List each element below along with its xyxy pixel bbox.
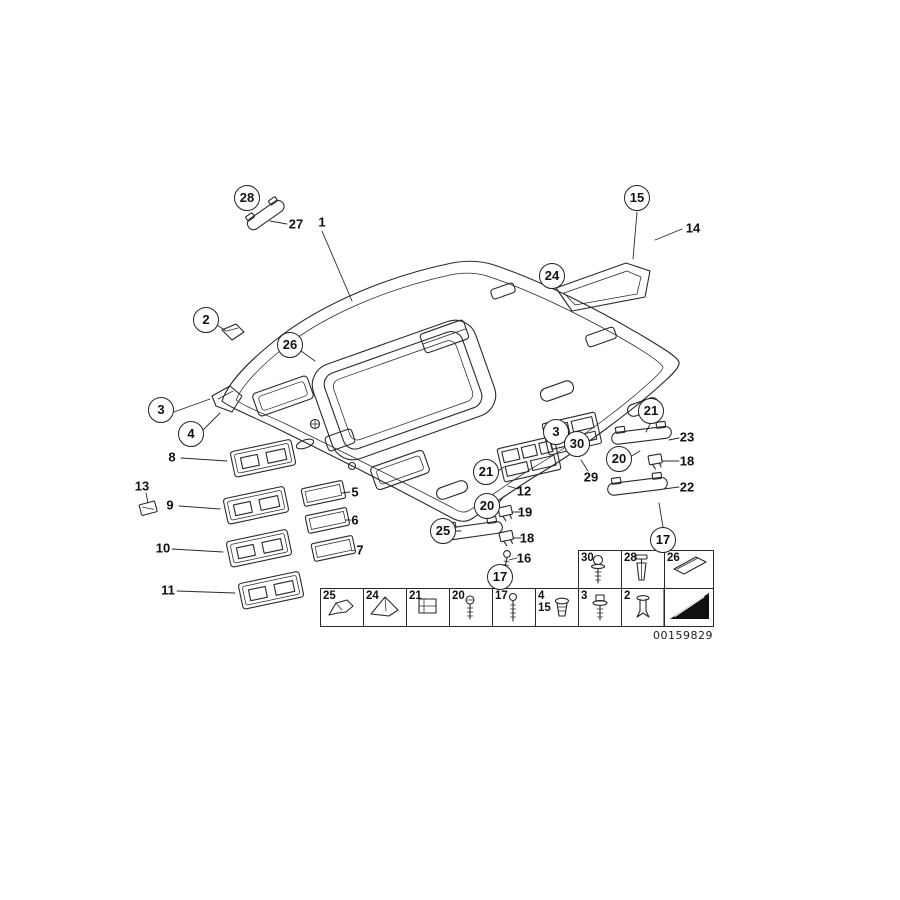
callout-label: 18 <box>679 453 695 469</box>
handle-recess-front-right <box>436 480 468 500</box>
rear-center-cutout <box>490 282 516 300</box>
bracket-clip-icon <box>328 599 354 616</box>
callout-circle: 20 <box>606 446 632 472</box>
part-9-lamp-panel <box>222 485 290 525</box>
legend-cell-label: 28 <box>624 552 637 564</box>
callout-circle: 28 <box>234 185 260 211</box>
legend-cell-label: 20 <box>452 590 465 602</box>
expansion-rivet-icon <box>636 595 650 618</box>
part-27-grab-handle <box>245 196 285 231</box>
callout-circle: 3 <box>148 397 174 423</box>
visor-recess-left <box>252 375 314 417</box>
callout-circle: 30 <box>564 431 590 457</box>
legend-cell-label: 15 <box>538 602 551 614</box>
part-11-lamp-panel <box>237 570 305 610</box>
callout-circle: 15 <box>624 185 650 211</box>
callout-label: 19 <box>517 504 533 520</box>
headliner-inner-contour <box>235 272 664 513</box>
callout-label: 16 <box>516 550 532 566</box>
legend-cell-label: 17 <box>495 590 508 602</box>
long-screw-icon <box>508 592 518 622</box>
part-18-clip-center <box>498 529 516 548</box>
callout-label: 1 <box>318 214 326 230</box>
callout-circle: 17 <box>487 564 513 590</box>
callout-circle: 2 <box>193 307 219 333</box>
console-cutout <box>324 428 356 452</box>
cover-plate-icon <box>673 556 707 575</box>
corner-bracket-3-4 <box>211 385 243 413</box>
legend-cell-label: 4 <box>538 590 545 602</box>
callout-label: 22 <box>679 479 695 495</box>
part-18-clip-right <box>647 453 664 471</box>
part-8-lamp-panel <box>229 438 297 478</box>
legend-cell-label: 24 <box>366 590 379 602</box>
part-5-cover <box>300 479 347 508</box>
callout-label: 10 <box>155 540 171 556</box>
leader-lines <box>145 211 683 594</box>
callout-label: 27 <box>288 216 304 232</box>
callout-label: 7 <box>356 542 364 558</box>
short-screw-icon <box>465 595 475 620</box>
callout-circle: 17 <box>650 527 676 553</box>
part-10-lamp-panel <box>225 528 293 568</box>
sunroof-opening <box>311 319 497 461</box>
legend-cell-label: 25 <box>323 590 336 602</box>
legend-cell-label: 26 <box>667 552 680 564</box>
part-7-cover <box>310 534 357 563</box>
handle-recess-rear-right <box>539 380 575 402</box>
bolt-washer-icon <box>592 594 608 621</box>
rear-right-cutout <box>585 326 617 348</box>
callout-label: 12 <box>516 483 532 499</box>
legend-cell-label: 3 <box>581 590 588 602</box>
black-wedge-icon <box>670 593 709 619</box>
legend-cell-label: 21 <box>409 590 422 602</box>
callout-circle: 20 <box>474 493 500 519</box>
grommet-plug-icon <box>554 597 570 617</box>
callout-label: 23 <box>679 429 695 445</box>
washer-screw-icon <box>590 554 606 584</box>
callout-circle: 4 <box>178 421 204 447</box>
legend-cell-label: 30 <box>581 552 594 564</box>
callout-label: 14 <box>685 220 701 236</box>
expanding-clip-icon <box>635 554 648 581</box>
part-14-bracket <box>555 262 651 312</box>
square-clip-icon <box>418 598 437 614</box>
part-6-cover <box>304 506 351 535</box>
callout-circle: 24 <box>539 263 565 289</box>
callout-label: 9 <box>166 497 174 513</box>
part-2-clip <box>221 323 245 341</box>
part-19-clip <box>497 504 515 523</box>
callout-circle: 21 <box>638 398 664 424</box>
callout-circle: 25 <box>430 518 456 544</box>
part-12-control-module <box>496 435 562 483</box>
callout-label: 29 <box>583 469 599 485</box>
headliner-outline <box>221 260 680 522</box>
callout-label: 5 <box>351 484 359 500</box>
callout-label: 6 <box>351 512 359 528</box>
visor-recess-center <box>370 449 430 491</box>
headliner-panel <box>221 260 680 522</box>
part-22-grab-handle <box>605 471 669 497</box>
callout-circle: 21 <box>473 459 499 485</box>
callout-label: 11 <box>161 582 175 598</box>
callout-circle: 26 <box>277 332 303 358</box>
callout-label: 8 <box>168 449 176 465</box>
wedge-clip-icon <box>370 596 399 617</box>
callout-label: 13 <box>134 478 150 494</box>
part-23-grab-handle <box>609 420 673 446</box>
mount-point-icon <box>309 418 357 471</box>
part-13-clip <box>138 500 158 516</box>
callout-label: 18 <box>519 530 535 546</box>
oval-cutout <box>295 438 315 450</box>
document-number: 00159829 <box>653 629 713 642</box>
legend-icons <box>328 554 709 622</box>
legend-cell-label: 2 <box>624 590 631 602</box>
